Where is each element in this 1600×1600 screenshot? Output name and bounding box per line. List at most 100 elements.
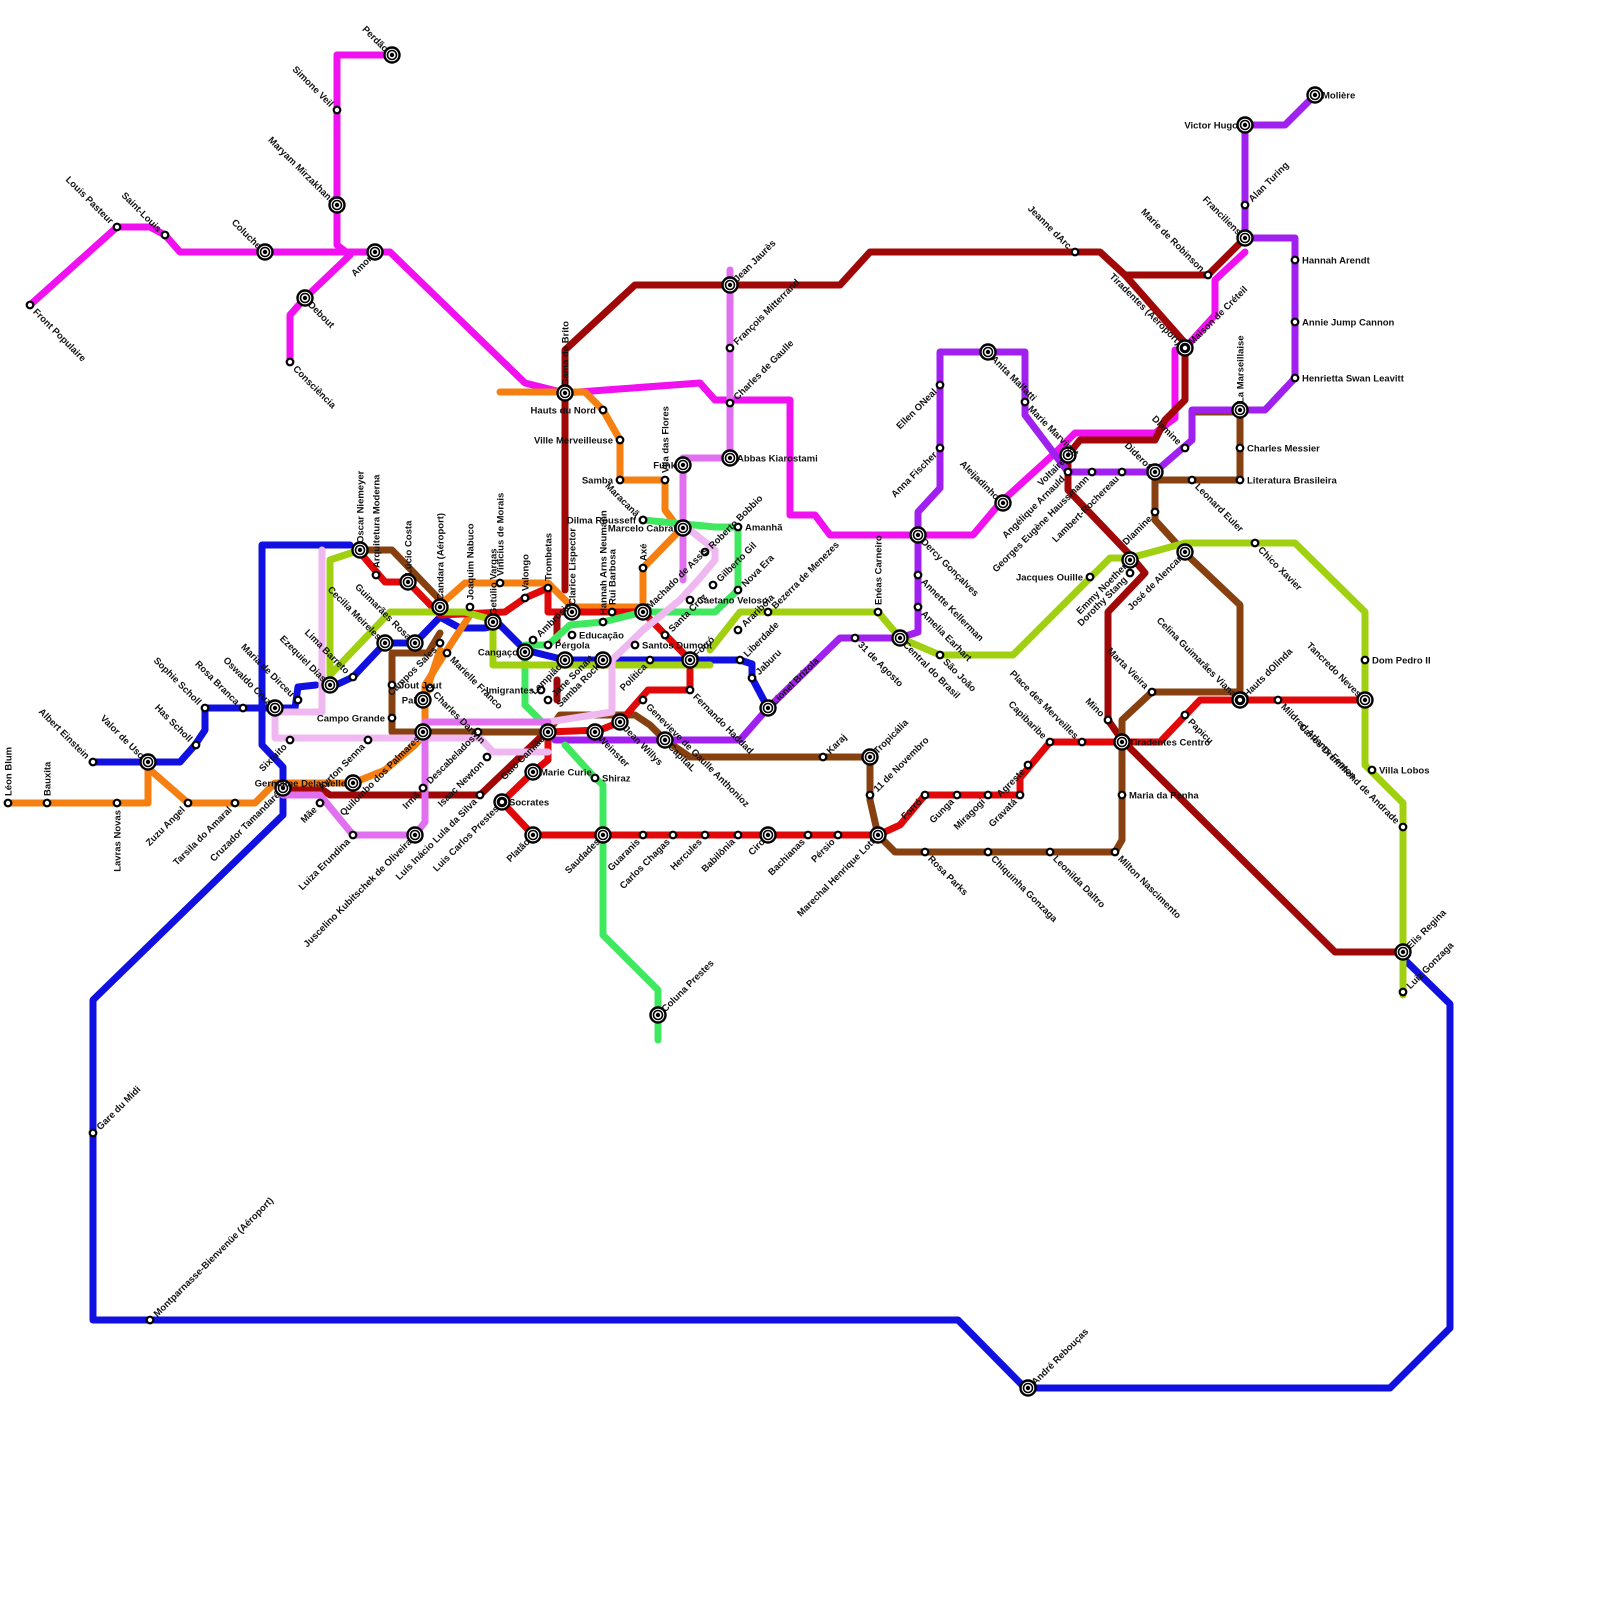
- station[interactable]: [373, 572, 380, 579]
- station[interactable]: [749, 675, 756, 682]
- station[interactable]: [867, 792, 874, 799]
- station[interactable]: [937, 652, 944, 659]
- station[interactable]: [735, 587, 742, 594]
- station[interactable]: [1242, 202, 1249, 209]
- station[interactable]: [287, 737, 294, 744]
- station[interactable]: [852, 635, 859, 642]
- station[interactable]: [90, 1130, 97, 1137]
- station[interactable]: [1072, 249, 1079, 256]
- interchange-station[interactable]: [676, 521, 691, 536]
- station[interactable]: [444, 650, 451, 657]
- station[interactable]: [530, 637, 537, 644]
- interchange-station[interactable]: [676, 458, 691, 473]
- station[interactable]: [569, 632, 576, 639]
- station[interactable]: [592, 775, 599, 782]
- interchange-station[interactable]: [433, 600, 448, 615]
- station[interactable]: [185, 800, 192, 807]
- interchange-station[interactable]: [1238, 118, 1253, 133]
- station[interactable]: [922, 849, 929, 856]
- station[interactable]: [662, 477, 669, 484]
- interchange-station[interactable]: [346, 776, 361, 791]
- station[interactable]: [484, 754, 491, 761]
- interchange-station[interactable]: [1308, 88, 1323, 103]
- station[interactable]: [114, 800, 121, 807]
- station[interactable]: [1292, 375, 1299, 382]
- station[interactable]: [1275, 697, 1282, 704]
- station[interactable]: [365, 737, 372, 744]
- station[interactable]: [687, 687, 694, 694]
- station[interactable]: [1105, 717, 1112, 724]
- station[interactable]: [1182, 712, 1189, 719]
- station[interactable]: [499, 799, 506, 806]
- station[interactable]: [477, 792, 484, 799]
- station[interactable]: [954, 792, 961, 799]
- station[interactable]: [640, 517, 647, 524]
- station[interactable]: [937, 382, 944, 389]
- station[interactable]: [420, 785, 427, 792]
- station[interactable]: [114, 224, 121, 231]
- station[interactable]: [617, 477, 624, 484]
- station[interactable]: [702, 832, 709, 839]
- station[interactable]: [1152, 509, 1159, 516]
- interchange-station[interactable]: [518, 645, 533, 660]
- station[interactable]: [1119, 792, 1126, 799]
- station[interactable]: [600, 407, 607, 414]
- station[interactable]: [5, 800, 12, 807]
- station[interactable]: [632, 642, 639, 649]
- station[interactable]: [737, 657, 744, 664]
- station[interactable]: [937, 445, 944, 452]
- station[interactable]: [710, 582, 717, 589]
- station[interactable]: [922, 792, 929, 799]
- station[interactable]: [1400, 824, 1407, 831]
- station[interactable]: [437, 640, 444, 647]
- station[interactable]: [389, 715, 396, 722]
- interchange-station[interactable]: [416, 693, 431, 708]
- station[interactable]: [334, 107, 341, 114]
- station[interactable]: [1292, 319, 1299, 326]
- station[interactable]: [1017, 792, 1024, 799]
- station[interactable]: [1205, 272, 1212, 279]
- station[interactable]: [240, 705, 247, 712]
- station[interactable]: [522, 595, 529, 602]
- station[interactable]: [350, 832, 357, 839]
- station[interactable]: [1369, 767, 1376, 774]
- station[interactable]: [1047, 739, 1054, 746]
- interchange-station[interactable]: [558, 386, 573, 401]
- interchange-station[interactable]: [526, 765, 541, 780]
- station[interactable]: [545, 642, 552, 649]
- station[interactable]: [662, 632, 669, 639]
- interchange-station[interactable]: [1115, 735, 1130, 750]
- station[interactable]: [985, 849, 992, 856]
- station[interactable]: [27, 302, 34, 309]
- station[interactable]: [640, 565, 647, 572]
- station[interactable]: [915, 604, 922, 611]
- station[interactable]: [147, 1317, 154, 1324]
- station[interactable]: [1112, 849, 1119, 856]
- station[interactable]: [875, 609, 882, 616]
- station[interactable]: [1237, 697, 1244, 704]
- station[interactable]: [202, 705, 209, 712]
- station[interactable]: [1182, 345, 1189, 352]
- station[interactable]: [727, 345, 734, 352]
- station[interactable]: [1047, 849, 1054, 856]
- station[interactable]: [295, 697, 302, 704]
- station[interactable]: [193, 742, 200, 749]
- station[interactable]: [1089, 469, 1096, 476]
- station[interactable]: [1237, 445, 1244, 452]
- station[interactable]: [915, 572, 922, 579]
- station[interactable]: [985, 792, 992, 799]
- station[interactable]: [617, 437, 624, 444]
- station[interactable]: [805, 832, 812, 839]
- station[interactable]: [467, 604, 474, 611]
- station[interactable]: [727, 400, 734, 407]
- station[interactable]: [647, 657, 654, 664]
- interchange-station[interactable]: [1233, 403, 1248, 418]
- station[interactable]: [90, 759, 97, 766]
- interchange-station[interactable]: [353, 543, 368, 558]
- station[interactable]: [1119, 469, 1126, 476]
- station[interactable]: [820, 754, 827, 761]
- station[interactable]: [350, 674, 357, 681]
- station[interactable]: [44, 800, 51, 807]
- interchange-station[interactable]: [723, 451, 738, 466]
- station[interactable]: [1149, 689, 1156, 696]
